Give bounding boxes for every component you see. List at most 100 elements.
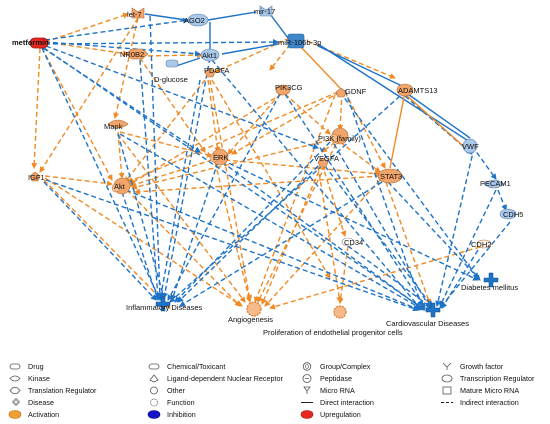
svg-text:PECAM1: PECAM1 — [480, 179, 511, 188]
node-akt1[interactable]: Akt1 — [200, 48, 220, 62]
svg-text:IGF1: IGF1 — [28, 173, 45, 182]
node-pecam1[interactable]: PECAM1 — [480, 179, 511, 189]
legend-growth: Growth factor — [440, 362, 503, 371]
legend-disease: Disease — [8, 398, 54, 407]
legend-function: Function — [147, 398, 195, 407]
node-stat3[interactable]: STAT3 — [377, 168, 403, 184]
svg-text:Diabetes mellitus: Diabetes mellitus — [461, 283, 518, 292]
growth-factor-icon — [440, 362, 454, 371]
node-cardiovascular[interactable]: Cardiovascular Diseases — [386, 302, 469, 328]
legend-upregulation: Upregulation — [300, 410, 361, 419]
svg-text:CDH5: CDH5 — [503, 210, 523, 219]
legend-transcription: Transcription Regulator — [440, 374, 534, 383]
svg-text:PI3K (family): PI3K (family) — [318, 134, 361, 143]
translation-regulator-icon — [8, 386, 22, 395]
node-nr0b2[interactable]: NR0B2 — [120, 48, 149, 60]
svg-text:PDGFA: PDGFA — [204, 66, 229, 75]
inhibition-edges — [41, 15, 511, 312]
svg-text:NR0B2: NR0B2 — [120, 50, 144, 59]
svg-text:GDNF: GDNF — [345, 87, 367, 96]
inhibition-icon — [147, 410, 161, 419]
node-pik3cg[interactable]: PIK3CG — [275, 83, 303, 96]
svg-text:Angiogenesis: Angiogenesis — [228, 315, 273, 324]
node-mapk[interactable]: Mapk — [104, 119, 129, 131]
activation-icon — [8, 410, 22, 419]
legend-ligand: Ligand-dependent Nuclear Receptor — [147, 374, 283, 383]
node-erk[interactable]: ERK — [209, 148, 228, 166]
activation-edges — [31, 12, 481, 310]
node-cd34[interactable]: CD34 — [341, 237, 363, 247]
svg-text:Cardiovascular Diseases: Cardiovascular Diseases — [386, 319, 469, 328]
legend-drug: Drug — [8, 362, 44, 371]
svg-text:Inflammatory Diseases: Inflammatory Diseases — [126, 303, 203, 312]
transcription-regulator-icon — [440, 374, 454, 383]
legend-kinase: Kinase — [8, 374, 50, 383]
legend-translation: Translation Regulator — [8, 386, 96, 395]
svg-text:ERK: ERK — [213, 153, 228, 162]
svg-text:Proliferation of endothelial p: Proliferation of endothelial progenitor … — [263, 328, 403, 337]
svg-text:miR-106b-3p: miR-106b-3p — [278, 38, 321, 47]
node-igf1[interactable]: IGF1 — [28, 171, 45, 182]
node-metformin[interactable]: metformin — [12, 37, 49, 49]
svg-text:Akt1: Akt1 — [202, 51, 217, 60]
legend-peptidase: Peptidase — [300, 374, 352, 383]
svg-text:VWF: VWF — [462, 142, 479, 151]
indirect-line-icon — [440, 398, 454, 407]
node-pdgfa[interactable]: PDGFA — [204, 66, 229, 78]
chemical-icon — [147, 362, 161, 371]
group-complex-icon — [300, 362, 314, 371]
node-vwf[interactable]: VWF — [462, 138, 479, 154]
node-angiogenesis[interactable]: Angiogenesis — [228, 301, 273, 324]
node-dglucose[interactable]: D-glucose — [154, 59, 188, 84]
node-pi3k[interactable]: PI3K (family) — [318, 127, 361, 145]
legend: Drug Kinase Translation Regulator Diseas… — [0, 356, 550, 424]
node-vegfa[interactable]: VEGFA — [314, 154, 339, 168]
drug-icon — [8, 362, 22, 371]
svg-text:CDH2: CDH2 — [471, 240, 491, 249]
svg-text:Akt: Akt — [114, 182, 126, 191]
mature-micro-rna-icon — [440, 386, 454, 395]
direct-activation-edges — [299, 45, 471, 169]
node-akt[interactable]: Akt — [111, 177, 131, 195]
svg-text:metformin: metformin — [12, 38, 49, 47]
peptidase-icon — [300, 374, 314, 383]
upregulation-icon — [300, 410, 314, 419]
kinase-icon — [8, 374, 22, 383]
node-ago2[interactable]: AGO2 — [184, 13, 209, 27]
node-cdh2[interactable]: CDH2 — [471, 239, 491, 249]
nuclear-receptor-icon — [147, 374, 161, 383]
disease-icon — [8, 398, 22, 407]
other-icon — [147, 386, 161, 395]
svg-text:PIK3CG: PIK3CG — [275, 83, 303, 92]
node-cdh5[interactable]: CDH5 — [499, 208, 523, 220]
legend-chemical: Chemical/Toxicant — [147, 362, 225, 371]
function-icon — [147, 398, 161, 407]
legend-direct: Direct interaction — [300, 398, 374, 407]
legend-group: Group/Complex — [300, 362, 370, 371]
svg-text:VEGFA: VEGFA — [314, 154, 339, 163]
svg-text:STAT3: STAT3 — [380, 172, 402, 181]
svg-text:ADAMTS13: ADAMTS13 — [398, 86, 438, 95]
svg-text:CD34: CD34 — [344, 238, 363, 247]
svg-text:D-glucose: D-glucose — [154, 75, 188, 84]
node-inflammatory[interactable]: Inflammatory Diseases — [126, 296, 203, 312]
node-mir106b[interactable]: miR-106b-3p — [278, 33, 321, 49]
legend-other: Other — [147, 386, 185, 395]
node-gdnf[interactable]: GDNF — [335, 87, 367, 98]
micro-rna-icon — [300, 386, 314, 395]
legend-indirect: Indirect interaction — [440, 398, 519, 407]
legend-mature: Mature Micro RNA — [440, 386, 519, 395]
node-proliferation[interactable]: Proliferation of endothelial progenitor … — [263, 305, 403, 337]
svg-text:mir-17: mir-17 — [254, 7, 275, 16]
legend-activation: Activation — [8, 410, 59, 419]
svg-text:let-7: let-7 — [127, 10, 142, 19]
direct-edges — [144, 11, 471, 143]
svg-text:Mapk: Mapk — [104, 122, 123, 131]
node-let7[interactable]: let-7 — [127, 7, 145, 19]
direct-line-icon — [300, 398, 314, 407]
node-adamts13[interactable]: ADAMTS13 — [396, 83, 438, 97]
node-mir17[interactable]: mir-17 — [254, 5, 275, 17]
node-diabetes[interactable]: Diabetes mellitus — [461, 272, 518, 292]
legend-microrna: Micro RNA — [300, 386, 355, 395]
legend-inhibition: Inhibition — [147, 410, 196, 419]
